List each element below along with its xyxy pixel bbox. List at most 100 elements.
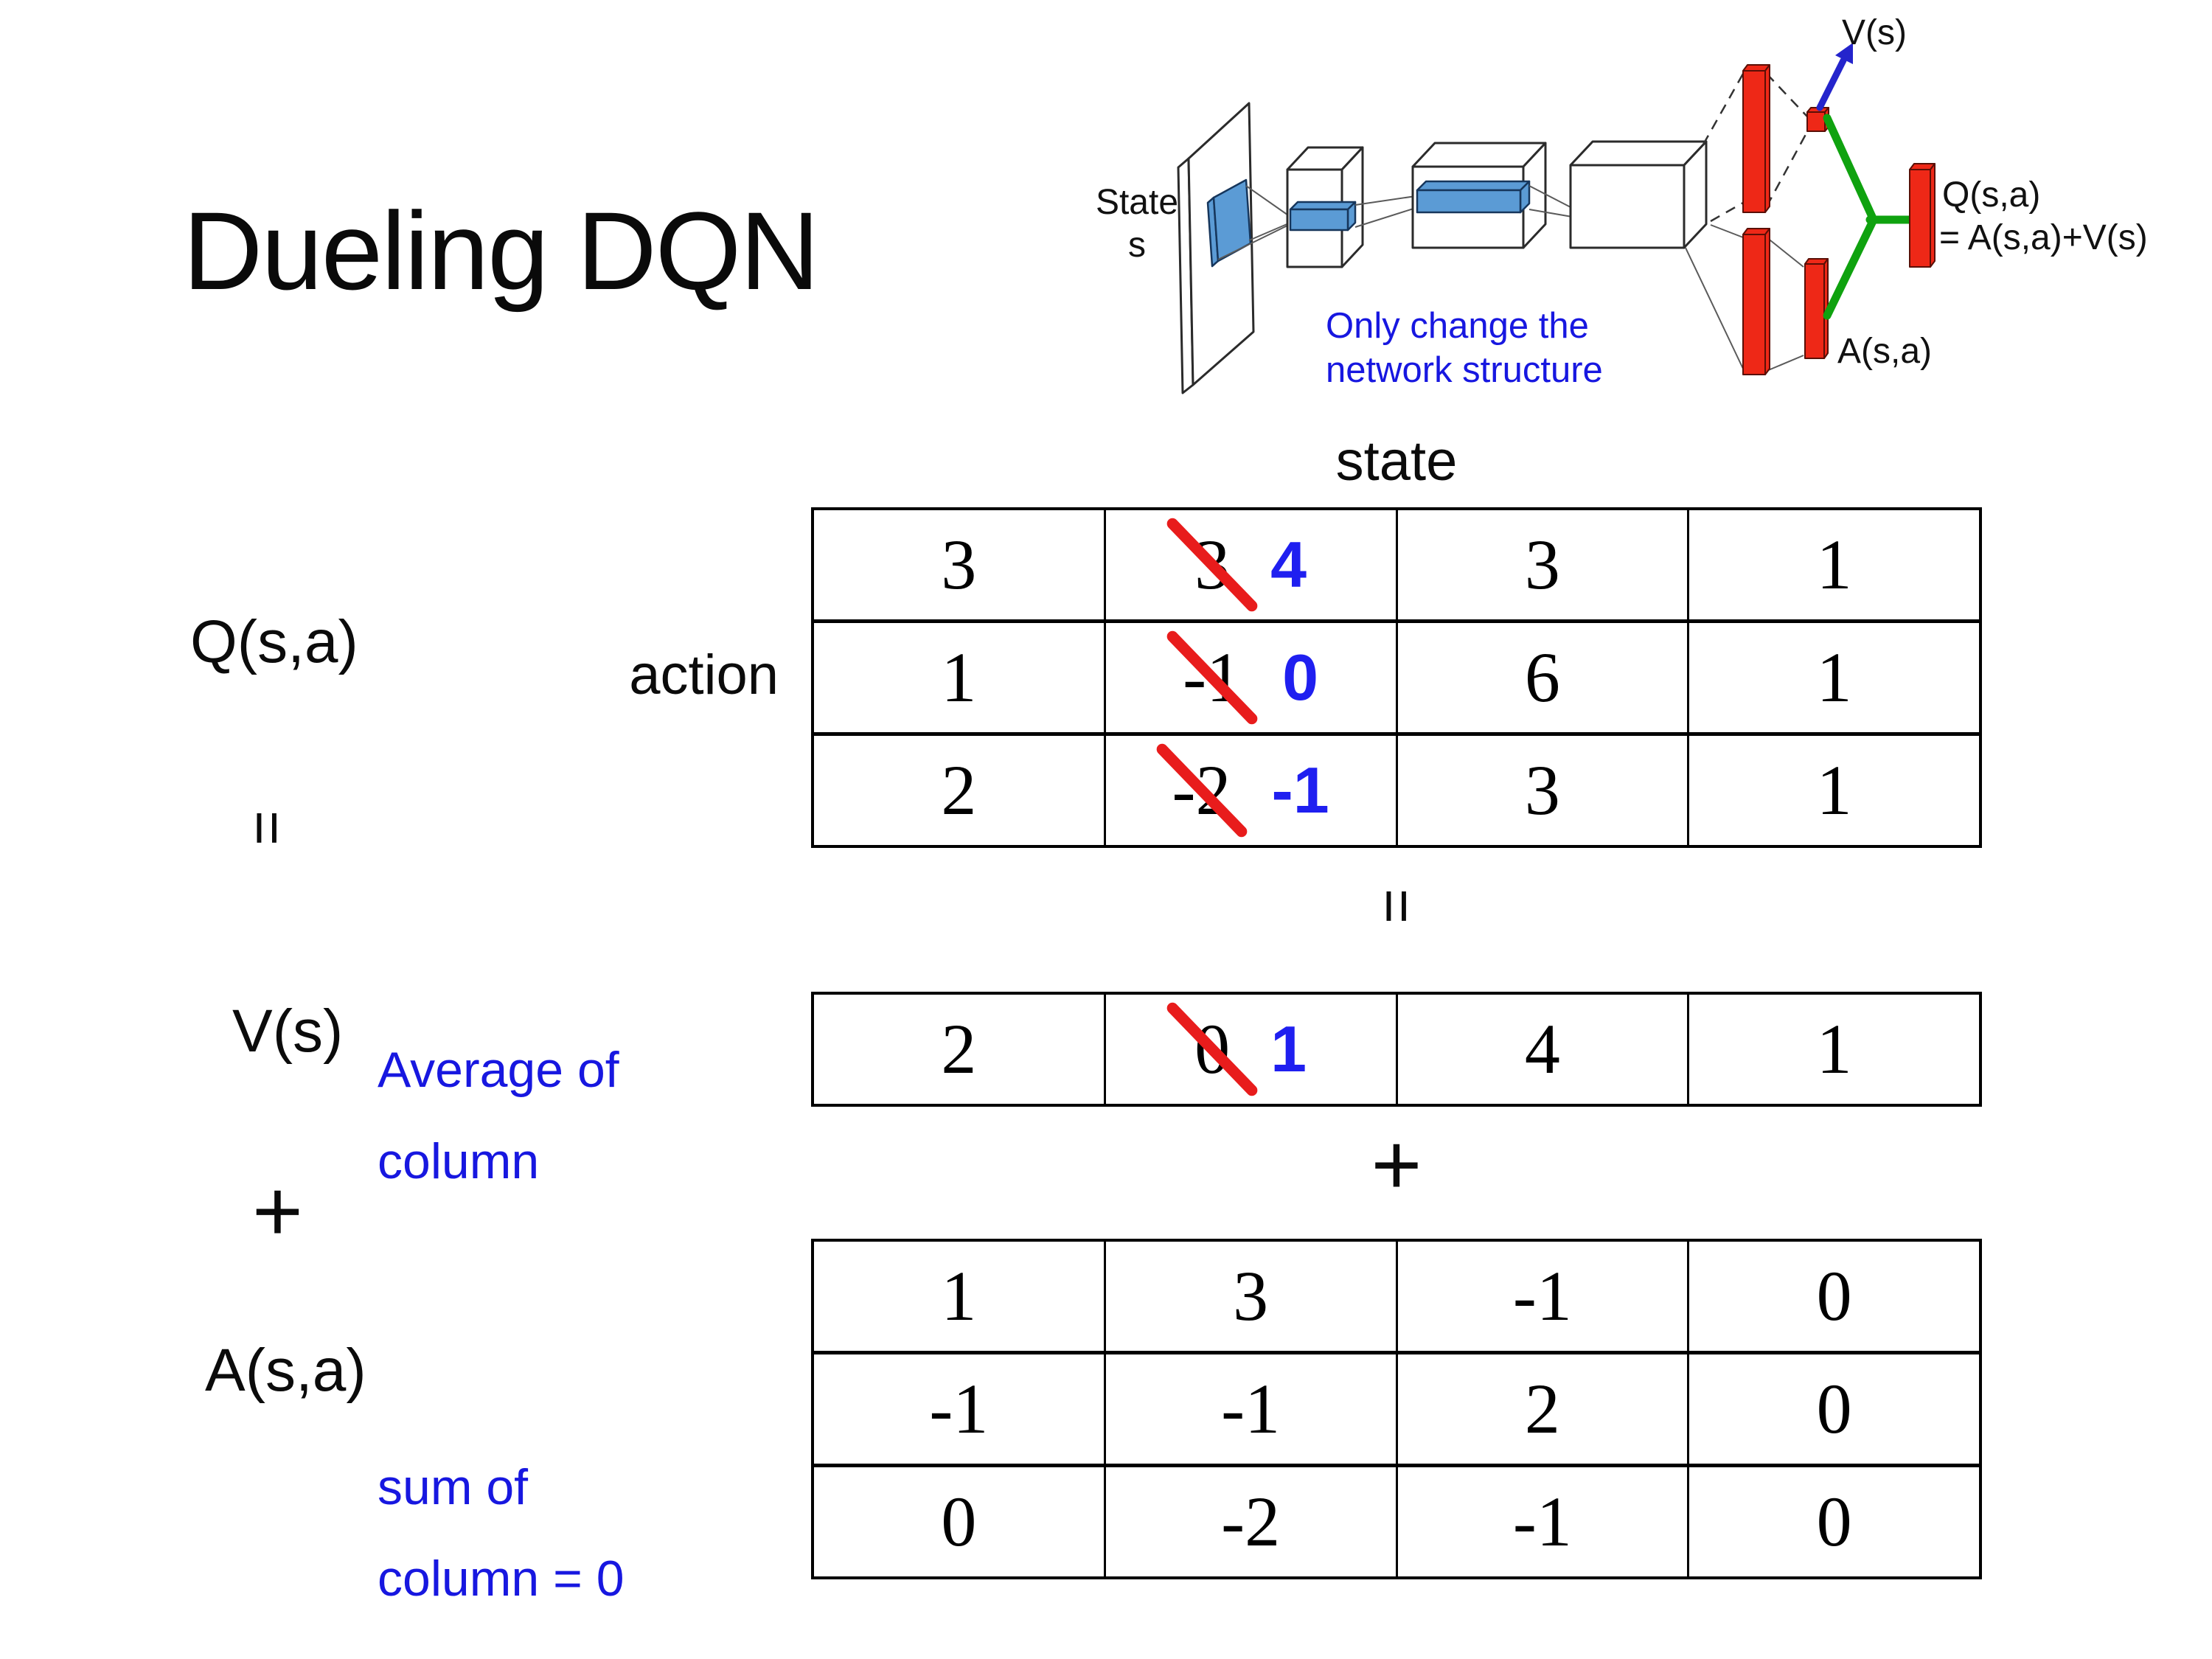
table-row: 1 3 -1 0	[814, 1242, 1979, 1351]
sum-note-line1: sum of	[378, 1459, 529, 1515]
table-row: 3 3 4 3 1	[814, 510, 1979, 619]
cell-value: 2	[941, 751, 977, 830]
table-row: 0 -2 -1 0	[814, 1464, 1979, 1576]
cell-value: -1	[1512, 1256, 1572, 1335]
q-cell-r2c2: 3	[1395, 736, 1688, 845]
q-cell-r1c0: 1	[814, 623, 1104, 732]
q-cell-r0c2: 3	[1395, 510, 1688, 619]
v-matrix-label: V(s)	[232, 998, 344, 1065]
cell-value: -1	[929, 1369, 989, 1448]
conv-cone-lines-3	[1528, 185, 1573, 218]
v-cell-c1: 0 1	[1103, 995, 1396, 1104]
v-output-label: V(s)	[1842, 13, 1907, 52]
cell-value: 6	[1524, 638, 1560, 717]
cell-value: 2	[941, 1009, 977, 1088]
cell-value: 1	[1816, 751, 1852, 830]
cell-value: 1	[1816, 638, 1852, 717]
a-matrix-label: A(s,a)	[205, 1337, 366, 1404]
cell-value: 1	[1816, 1009, 1852, 1088]
cell-value: -1	[1512, 1482, 1572, 1561]
replacement-value: 1	[1270, 1012, 1307, 1085]
q-cell-r0c1: 3 4	[1103, 510, 1396, 619]
q-cell-r2c0: 2	[814, 736, 1104, 845]
a-cell-r1c1: -1	[1103, 1354, 1396, 1464]
cell-value: 3	[1233, 1256, 1269, 1335]
a-cell-r0c2: -1	[1395, 1242, 1688, 1351]
value-output-arrow	[1816, 43, 1853, 111]
value-stream-dashed-links	[1702, 73, 1810, 223]
diagram-note-line2: network structure	[1326, 350, 1603, 390]
table-row: 2 -2 -1 3 1	[814, 732, 1979, 845]
value-hidden-bar	[1742, 64, 1770, 213]
a-cell-r2c2: -1	[1395, 1467, 1688, 1576]
q-output-formula: = A(s,a)+V(s)	[1939, 218, 2148, 257]
plus-sign-left: +	[252, 1163, 303, 1260]
a-cell-r1c0: -1	[814, 1354, 1104, 1464]
conv-feature-slab-1	[1289, 201, 1357, 232]
cell-value: -2	[1221, 1482, 1281, 1561]
a-cell-r1c2: 2	[1395, 1354, 1688, 1464]
sum-note: sum of column = 0	[378, 1442, 625, 1625]
cell-value: 1	[941, 638, 977, 717]
cell-value: 0	[1816, 1369, 1852, 1448]
replacement-value: -1	[1271, 754, 1329, 827]
q-cell-r1c2: 6	[1395, 623, 1688, 732]
table-row: -1 -1 2 0	[814, 1351, 1979, 1464]
struck-old-value: 3	[1164, 515, 1260, 614]
conv-cone-lines-1	[1217, 185, 1291, 260]
state-input-s: s	[1128, 226, 1146, 265]
a-cell-r0c3: 0	[1687, 1242, 1979, 1351]
q-output-bar	[1909, 163, 1935, 268]
a-value-table: 1 3 -1 0 -1 -1 2 0 0 -2 -1 0	[811, 1239, 1982, 1579]
q-cell-r0c3: 1	[1687, 510, 1979, 619]
v-cell-c3: 1	[1687, 995, 1979, 1104]
a-cell-r2c0: 0	[814, 1467, 1104, 1576]
cell-value: 3	[1524, 751, 1560, 830]
v-cell-c2: 4	[1395, 995, 1688, 1104]
cell-value: 0	[1816, 1482, 1852, 1561]
state-axis-label: state	[1335, 430, 1458, 493]
advantage-hidden-bar	[1742, 228, 1770, 375]
average-note-line2: column	[378, 1133, 540, 1189]
table-row: 1 -1 0 6 1	[814, 619, 1979, 732]
cell-value: 2	[1524, 1369, 1560, 1448]
v-value-table: 2 0 1 4 1	[811, 992, 1982, 1107]
cell-value: -1	[1221, 1369, 1281, 1448]
q-matrix-label: Q(s,a)	[190, 608, 358, 675]
struck-old-value: 0	[1164, 1000, 1260, 1099]
page-title: Dueling DQN	[183, 189, 820, 313]
input-conv-patch	[1206, 178, 1252, 268]
average-note: Average of column	[378, 1025, 619, 1208]
value-scalar-node	[1806, 107, 1829, 132]
cell-value: 4	[1524, 1009, 1560, 1088]
action-axis-label: action	[629, 644, 779, 706]
aggregation-links	[1823, 114, 1917, 320]
q-cell-r2c1: -2 -1	[1103, 736, 1396, 845]
equals-glyph: =	[233, 810, 301, 846]
a-cell-r2c1: -2	[1103, 1467, 1396, 1576]
dueling-network-diagram: State s Only change the network structur…	[1096, 13, 2148, 394]
a-cell-r1c3: 0	[1687, 1354, 1979, 1464]
replacement-value: 0	[1282, 641, 1319, 714]
plus-sign-center: +	[1371, 1116, 1422, 1214]
diagram-note-line1: Only change the	[1326, 306, 1589, 346]
q-value-table: 3 3 4 3 1 1 -1 0 6 1 2 -2 -1 3 1	[811, 507, 1982, 848]
a-cell-r2c3: 0	[1687, 1467, 1979, 1576]
q-cell-r1c1: -1 0	[1103, 623, 1396, 732]
equals-glyph: =	[1363, 888, 1430, 924]
equals-sign-left: =	[234, 798, 301, 858]
struck-old-value: -1	[1164, 628, 1260, 727]
v-cell-c0: 2	[814, 995, 1104, 1104]
cell-value: 1	[1816, 525, 1852, 604]
cell-value: 3	[1524, 525, 1560, 604]
a-cell-r0c1: 3	[1103, 1242, 1396, 1351]
struck-old-value: -2	[1154, 741, 1249, 840]
equals-sign-center: =	[811, 876, 1982, 936]
a-cell-r0c0: 1	[814, 1242, 1104, 1351]
conv-feature-slab-2	[1416, 180, 1531, 214]
cell-value: 1	[941, 1256, 977, 1335]
q-cell-r1c3: 1	[1687, 623, 1979, 732]
conv-cone-lines-2	[1354, 195, 1416, 228]
sum-note-line2: column = 0	[378, 1550, 625, 1607]
